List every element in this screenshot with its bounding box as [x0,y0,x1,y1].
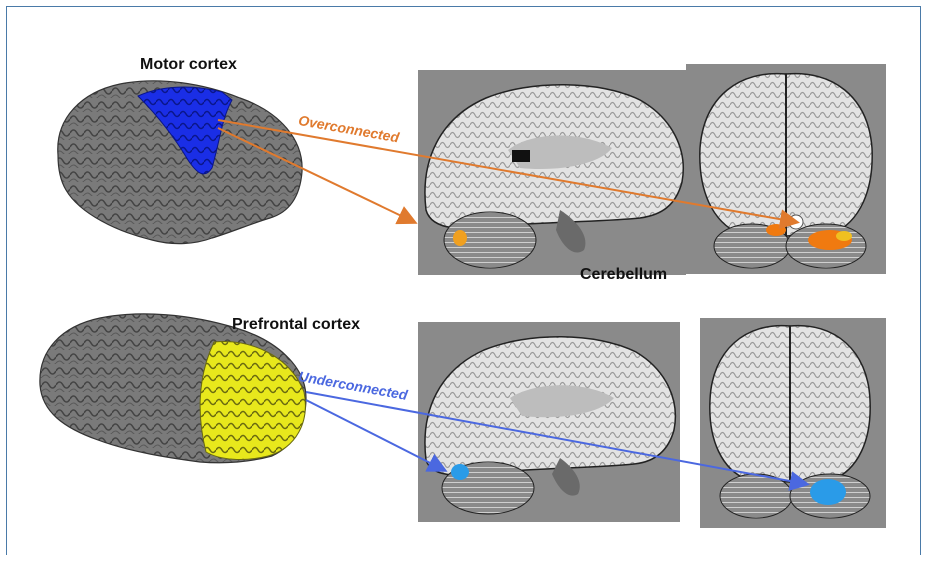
activation-bottom-sagittal [451,464,469,480]
sagittal-mri-top [418,70,686,275]
coronal-mri-top [686,64,886,274]
sagittal-mri-bottom [418,322,680,522]
lateral-brain-prefrontal [40,314,306,463]
activation-top-coronal-left [766,224,786,236]
coronal-mri-bottom [700,318,886,528]
label-motor-cortex: Motor cortex [140,56,237,74]
label-prefrontal-cortex: Prefrontal cortex [232,316,360,334]
label-cerebellum: Cerebellum [580,266,667,284]
lateral-brain-motor [58,81,302,244]
activation-top-sagittal [453,230,467,246]
activation-bottom-coronal [810,479,846,505]
